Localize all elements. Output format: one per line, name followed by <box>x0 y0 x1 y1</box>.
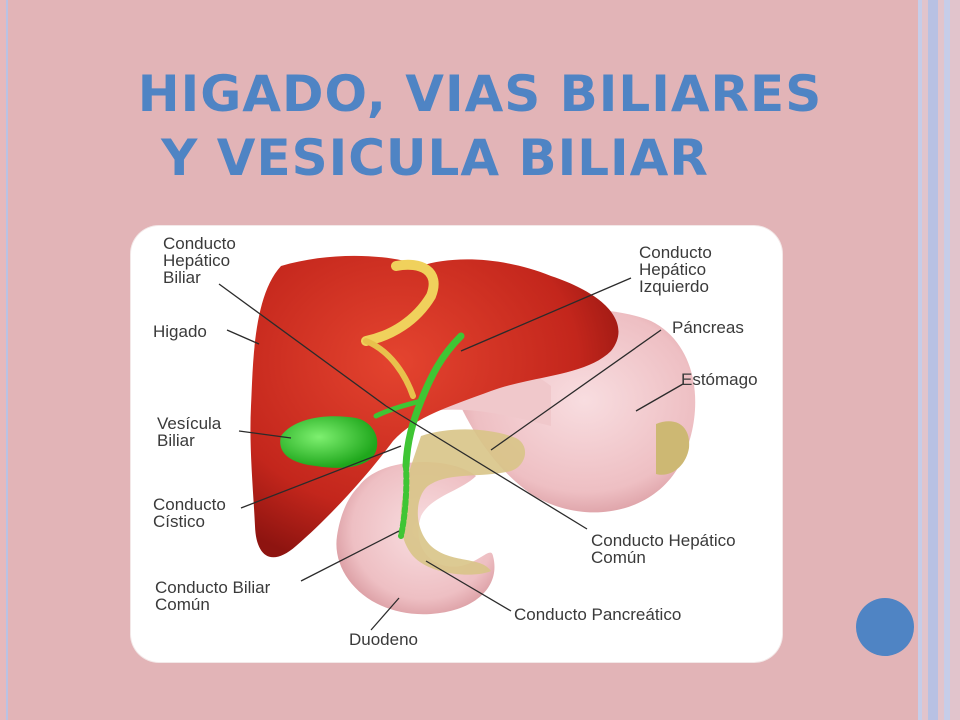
label-duodeno: Duodeno <box>349 630 419 649</box>
slide-title: HIGADO, VIAS BILIARES Y VESICULA BILIAR <box>60 62 900 190</box>
label-pancreas: Páncreas <box>672 318 744 337</box>
pancreas <box>400 429 526 575</box>
anatomy-diagram: Conducto Hepático Biliar Higado Vesícula… <box>131 226 782 662</box>
anatomy-illustration <box>218 255 696 631</box>
label-vesicula-biliar: Vesícula Biliar <box>157 414 222 450</box>
accent-circle <box>856 598 914 656</box>
left-edge-border <box>0 0 8 720</box>
liver <box>250 255 619 558</box>
leader-lines <box>218 277 684 631</box>
label-conducto-hepatico-izquierdo: Conducto Hepático Izquierdo <box>639 243 712 296</box>
right-edge-border <box>918 0 960 720</box>
pancreas-tail <box>656 421 690 475</box>
label-higado: Higado <box>153 322 207 341</box>
bile-ducts <box>373 332 465 539</box>
label-estomago: Estómago <box>681 370 758 389</box>
label-conducto-cistico: Conducto Cístico <box>153 495 226 531</box>
gallbladder <box>280 416 378 468</box>
label-conducto-pancreatico: Conducto Pancreático <box>514 605 682 624</box>
label-conducto-hepatico-biliar: Conducto Hepático Biliar <box>163 234 236 287</box>
label-conducto-hepatico-comun: Conducto Hepático Común <box>591 531 736 567</box>
slide-title-line-2: Y VESICULA BILIAR <box>161 129 709 187</box>
falciform-ligament <box>361 259 439 346</box>
slide-title-line-1: HIGADO, VIAS BILIARES <box>137 65 823 123</box>
label-conducto-biliar-comun: Conducto Biliar Común <box>155 578 271 614</box>
